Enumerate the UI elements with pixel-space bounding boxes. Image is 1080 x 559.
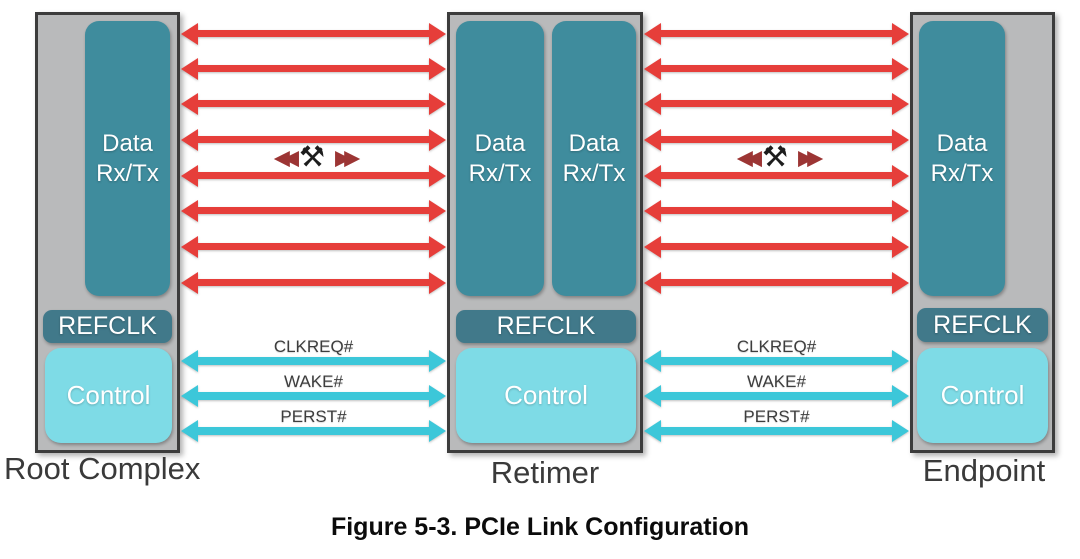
chevrons-left-icon: ◀◀ xyxy=(736,146,762,170)
pcie-lane-arrow xyxy=(197,172,430,179)
endpoint-label: Endpoint xyxy=(922,453,1046,488)
clkreq-signal-arrow xyxy=(660,357,893,365)
link-equalization-icon: ◀◀⚒ ▶▶ xyxy=(644,141,909,176)
pcie-lane-arrow xyxy=(197,136,430,143)
endpoint-refclk-block: REFCLK xyxy=(917,308,1048,342)
wake-signal-arrow xyxy=(660,392,893,400)
clkreq-signal-label: CLKREQ# xyxy=(273,337,354,356)
root-complex-data-rxtx-block: Data Rx/Tx xyxy=(85,21,170,296)
pcie-lane-arrow xyxy=(197,207,430,214)
retimer-label: Retimer xyxy=(490,455,600,490)
chevrons-left-icon: ◀◀ xyxy=(273,146,299,170)
endpoint-data-rxtx-block: Data Rx/Tx xyxy=(919,21,1005,296)
link-equalization-icon: ◀◀⚒ ▶▶ xyxy=(181,141,446,176)
retimer-data-rxtx-block-right: Data Rx/Tx xyxy=(552,21,636,296)
pcie-lane-arrow xyxy=(660,172,893,179)
root-complex-chassis: Data Rx/Tx REFCLK Control xyxy=(35,12,180,453)
retimer-control-block: Control xyxy=(456,348,636,443)
pcie-lane-arrow xyxy=(660,243,893,250)
root-complex-control-block: Control xyxy=(45,348,172,443)
perst-signal-arrow xyxy=(660,427,893,435)
tools-icon: ⚒ xyxy=(762,141,788,174)
pcie-lane-arrow xyxy=(660,100,893,107)
pcie-lane-arrow xyxy=(197,243,430,250)
retimer-data-rxtx-block-left: Data Rx/Tx xyxy=(456,21,544,296)
pcie-lane-arrow xyxy=(197,65,430,72)
retimer-chassis: Data Rx/Tx Data Rx/Tx REFCLK Control xyxy=(447,12,643,453)
figure-caption: Figure 5-3. PCIe Link Configuration xyxy=(330,513,750,541)
perst-signal-label: PERST# xyxy=(743,407,810,426)
endpoint-control-block: Control xyxy=(917,348,1048,443)
root-complex-label: Root Complex xyxy=(4,451,201,486)
chevrons-right-icon: ▶▶ xyxy=(798,146,823,170)
wake-signal-arrow xyxy=(197,392,430,400)
chevrons-right-icon: ▶▶ xyxy=(335,146,360,170)
root-complex-refclk-block: REFCLK xyxy=(43,310,172,343)
pcie-lane-arrow xyxy=(660,30,893,37)
pcie-lane-arrow xyxy=(197,279,430,286)
pcie-lane-arrow xyxy=(197,30,430,37)
tools-icon: ⚒ xyxy=(299,141,325,174)
clkreq-signal-label: CLKREQ# xyxy=(736,337,817,356)
perst-signal-arrow xyxy=(197,427,430,435)
pcie-lane-arrow xyxy=(660,279,893,286)
link-root-complex-to-retimer: ◀◀⚒ ▶▶ CLKREQ# WAKE# PERST# xyxy=(181,12,446,453)
wake-signal-label: WAKE# xyxy=(747,372,806,391)
clkreq-signal-arrow xyxy=(197,357,430,365)
pcie-lane-arrow xyxy=(660,136,893,143)
pcie-lane-arrow xyxy=(660,65,893,72)
retimer-refclk-block: REFCLK xyxy=(456,310,636,343)
wake-signal-label: WAKE# xyxy=(284,372,343,391)
pcie-lane-arrow xyxy=(660,207,893,214)
link-retimer-to-endpoint: ◀◀⚒ ▶▶ CLKREQ# WAKE# PERST# xyxy=(644,12,909,453)
perst-signal-label: PERST# xyxy=(280,407,347,426)
pcie-lane-arrow xyxy=(197,100,430,107)
endpoint-chassis: Data Rx/Tx REFCLK Control xyxy=(910,12,1055,453)
